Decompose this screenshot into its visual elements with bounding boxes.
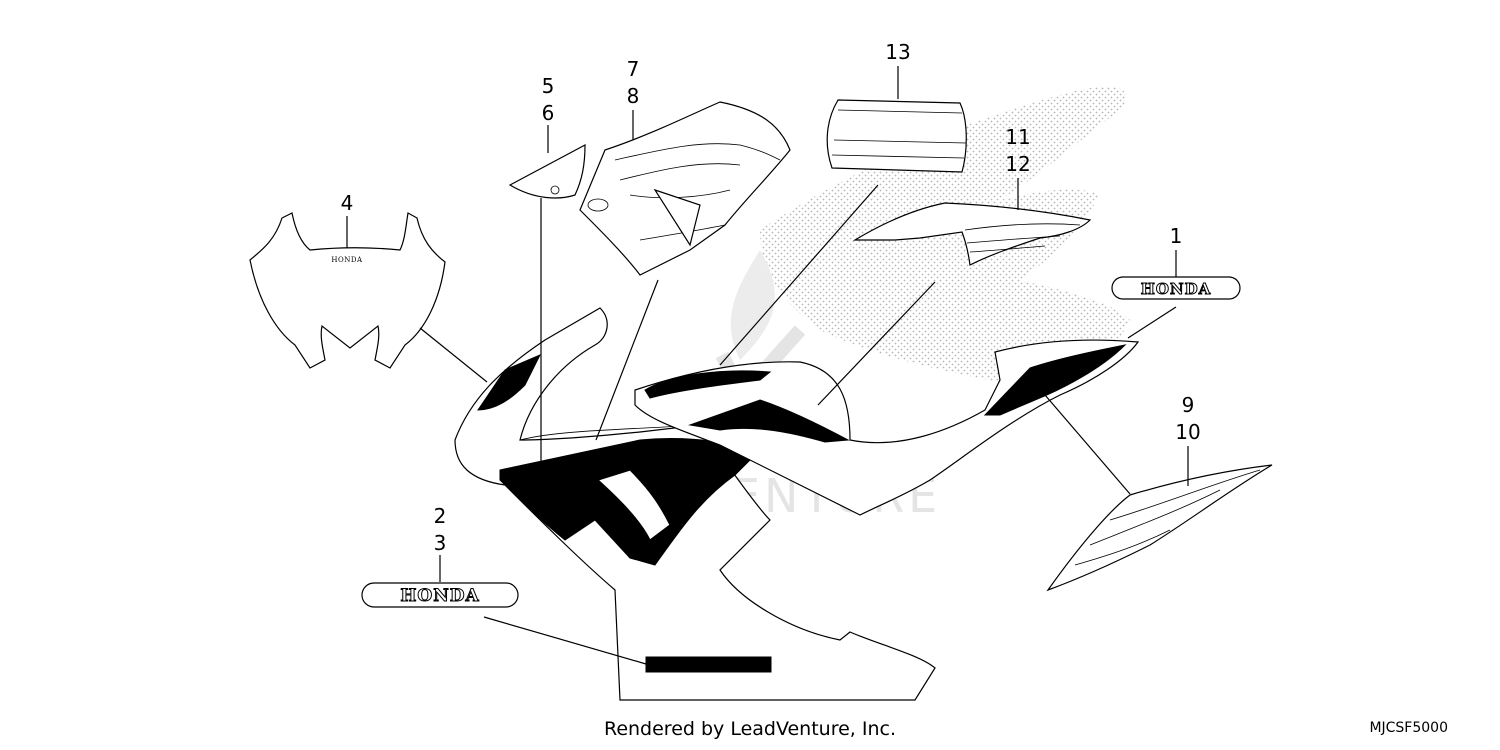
lower-stripe-decal <box>645 656 772 673</box>
honda-emblem-1-text: HONDA <box>1141 280 1212 298</box>
windscreen-honda-mark: HONDA <box>331 256 363 264</box>
tank-side-decal <box>852 202 1092 266</box>
callout-11: 11 <box>1005 125 1030 149</box>
callout-12: 12 <box>1005 152 1030 176</box>
under-cowl-decal <box>1046 464 1273 592</box>
callout-1: 1 <box>1170 224 1183 248</box>
callout-10: 10 <box>1175 420 1200 444</box>
leader-lines <box>346 66 1189 665</box>
diagram-code: MJCSF5000 <box>1369 720 1448 736</box>
callout-9: 9 <box>1182 393 1195 417</box>
callout-8: 8 <box>627 84 640 108</box>
honda-emblem-2-3: HONDA <box>361 582 519 608</box>
callout-numbers: 1 2 3 4 5 6 7 8 9 10 11 12 13 <box>341 40 1201 555</box>
callout-7: 7 <box>627 57 640 81</box>
callout-13: 13 <box>885 40 910 64</box>
side-fairing <box>634 339 1140 516</box>
callout-2: 2 <box>434 504 447 528</box>
callout-6: 6 <box>542 101 555 125</box>
honda-emblem-1: HONDA <box>1111 276 1241 300</box>
seat-cowl-decal <box>826 99 967 173</box>
footer-credit: Rendered by LeadVenture, Inc. <box>603 718 897 740</box>
callout-5: 5 <box>542 74 555 98</box>
upper-cowl <box>454 307 936 701</box>
windscreen-decal: HONDA <box>249 212 446 369</box>
front-fairing-decal-5-6 <box>508 143 586 199</box>
callout-4: 4 <box>341 191 354 215</box>
callout-3: 3 <box>434 531 447 555</box>
front-fairing-decal-7-8 <box>579 101 791 276</box>
wing-background-graphic <box>760 86 1130 390</box>
honda-emblem-2-3-text: HONDA <box>400 586 479 606</box>
